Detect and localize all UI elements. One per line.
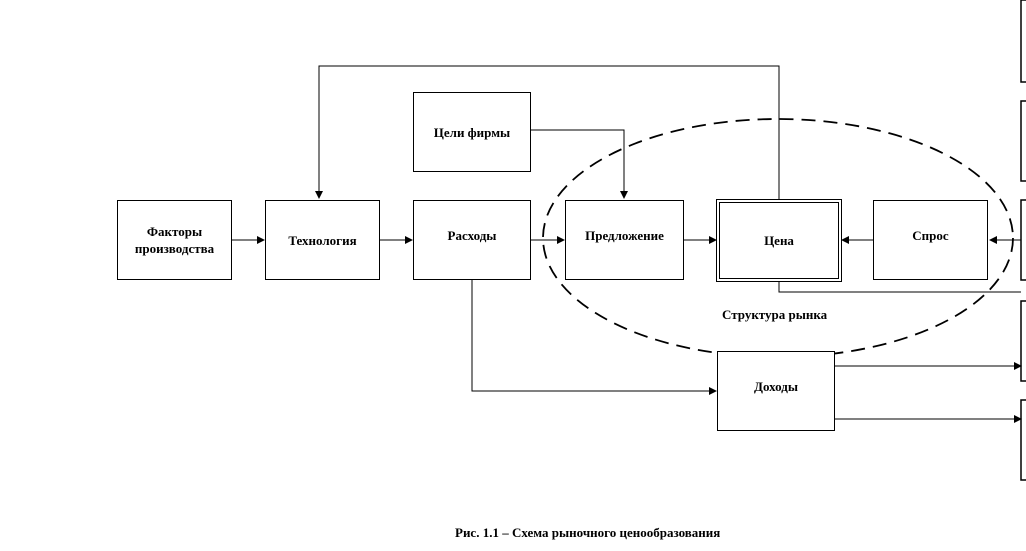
supply-node: Предложение (565, 200, 684, 280)
factors-node: Факторы производства (117, 200, 232, 280)
income-node: Доходы (717, 351, 835, 431)
figure-caption: Рис. 1.1 – Схема рыночного ценообразован… (455, 525, 721, 540)
goals-node: Цели фирмы (413, 92, 531, 172)
arrow-price-technology (315, 65, 780, 200)
price-label: Цена (764, 233, 794, 248)
factors-label: Факторы производства (134, 224, 215, 256)
demand-label: Спрос (912, 228, 949, 243)
edge-box-5 (1020, 399, 1026, 481)
edge-box-4 (1020, 300, 1026, 382)
demand-node: Спрос (873, 200, 988, 280)
edge-box-1 (1020, 0, 1026, 83)
price-node: Цена (716, 199, 842, 282)
line-price-edge (778, 280, 1021, 293)
income-label: Доходы (754, 379, 798, 394)
market-structure-label: Структура рынка (722, 307, 828, 322)
technology-label: Технология (288, 232, 357, 248)
edge-box-3 (1020, 199, 1026, 281)
supply-label: Предложение (585, 228, 664, 243)
arrow-goals-supply (531, 129, 628, 199)
goals-label: Цели фирмы (433, 124, 511, 140)
edge-box-2 (1020, 100, 1026, 182)
arrow-costs-income (471, 280, 717, 395)
costs-label: Расходы (447, 228, 497, 243)
technology-node: Технология (265, 200, 380, 280)
market-structure-ellipse (542, 118, 1014, 358)
costs-node: Расходы (413, 200, 531, 280)
